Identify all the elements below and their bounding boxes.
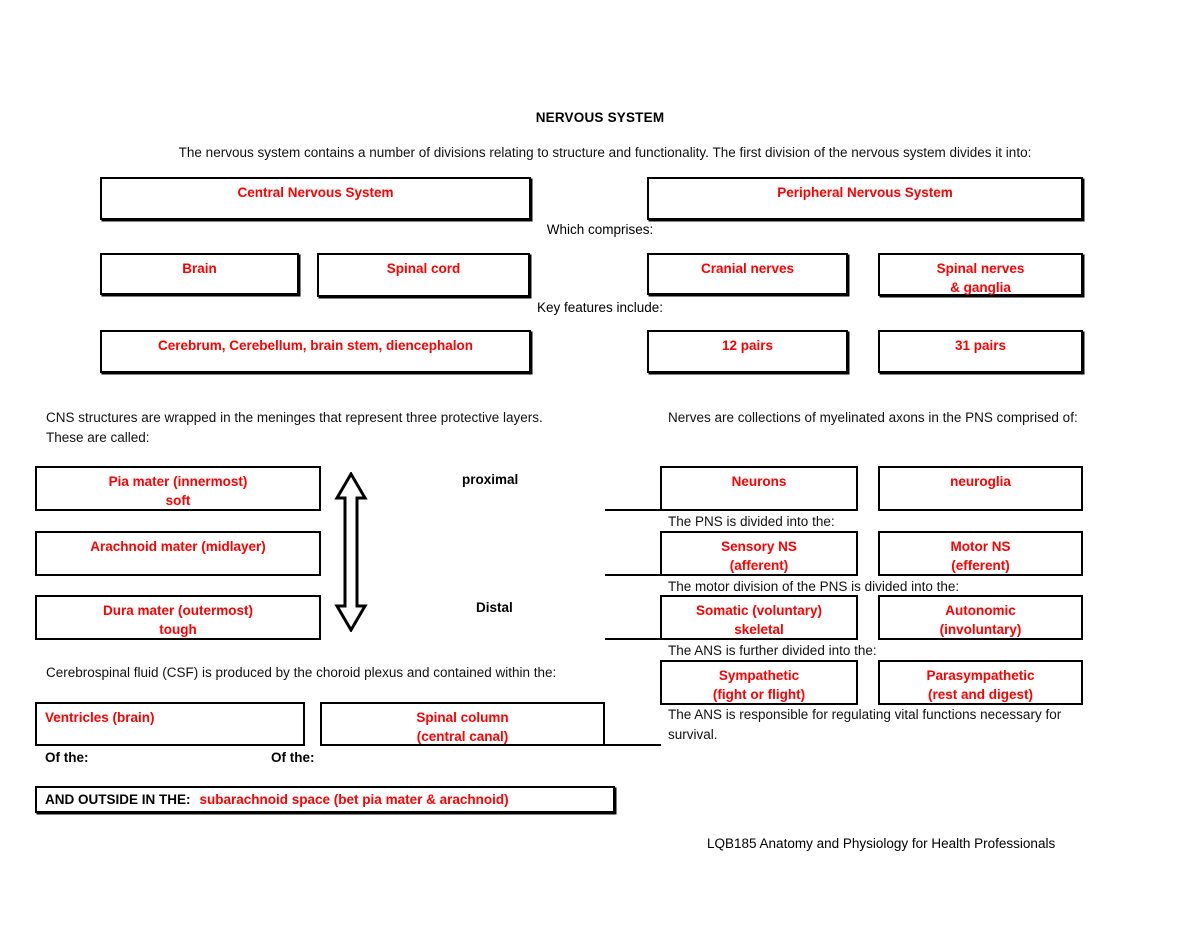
- box-spinal-cord[interactable]: Spinal cord: [317, 253, 530, 297]
- box-spinal-cord-label: Spinal cord: [386, 261, 461, 276]
- box-brain[interactable]: Brain: [100, 253, 299, 295]
- ans-note: The ANS is responsible for regulating vi…: [668, 707, 1062, 742]
- csf-intro: Cerebrospinal fluid (CSF) is produced by…: [46, 665, 557, 680]
- box-arachnoid-mater[interactable]: Arachnoid mater (midlayer): [35, 531, 321, 576]
- box-autonomic[interactable]: Autonomic (involuntary): [878, 595, 1083, 640]
- box-spinal-pairs-label: 31 pairs: [954, 338, 1007, 353]
- box-peripheral-nervous-system[interactable]: Peripheral Nervous System: [647, 177, 1083, 220]
- box-and-outside-in-the[interactable]: AND OUTSIDE IN THE: subarachnoid space (…: [35, 786, 615, 813]
- box-motor-ns[interactable]: Motor NS (efferent): [878, 531, 1083, 576]
- connector-stub-somatic: [605, 638, 662, 640]
- box-neuroglia[interactable]: neuroglia: [878, 466, 1083, 511]
- connector-stub-spinal-column: [605, 744, 661, 746]
- label-ans-divided: The ANS is further divided into the:: [668, 643, 877, 658]
- and-outside-prefix: AND OUTSIDE IN THE:: [45, 792, 191, 807]
- box-sympathetic[interactable]: Sympathetic (fight or flight): [660, 660, 858, 705]
- box-arachnoid-mater-label: Arachnoid mater (midlayer): [90, 539, 266, 554]
- box-spinal-pairs[interactable]: 31 pairs: [878, 330, 1083, 373]
- box-parasympathetic-label: Parasympathetic (rest and digest): [926, 668, 1035, 702]
- box-brain-label: Brain: [182, 261, 217, 276]
- box-cns-key-features[interactable]: Cerebrum, Cerebellum, brain stem, dience…: [100, 330, 531, 373]
- connector-stub-neurons: [605, 509, 662, 511]
- box-peripheral-nervous-system-label: Peripheral Nervous System: [777, 185, 953, 200]
- pns-branch-intro: Nerves are collections of myelinated axo…: [668, 410, 1078, 425]
- box-ventricles-label: Ventricles (brain): [45, 710, 155, 725]
- label-of-the-left: Of the:: [45, 750, 89, 765]
- box-pia-mater-label: Pia mater (innermost) soft: [108, 474, 248, 508]
- box-pia-mater[interactable]: Pia mater (innermost) soft: [35, 466, 321, 511]
- box-parasympathetic[interactable]: Parasympathetic (rest and digest): [878, 660, 1083, 705]
- box-somatic[interactable]: Somatic (voluntary) skeletal: [660, 595, 858, 640]
- box-cns-key-features-label: Cerebrum, Cerebellum, brain stem, dience…: [157, 338, 474, 353]
- box-dura-mater[interactable]: Dura mater (outermost) tough: [35, 595, 321, 640]
- box-motor-ns-label: Motor NS (efferent): [950, 539, 1011, 573]
- box-neuroglia-label: neuroglia: [950, 474, 1011, 489]
- box-spinal-column-label: Spinal column (central canal): [416, 710, 509, 744]
- double-headed-vertical-arrow-icon: [333, 471, 369, 633]
- meninges-intro: CNS structures are wrapped in the mening…: [46, 410, 543, 445]
- box-central-nervous-system[interactable]: Central Nervous System: [100, 177, 531, 220]
- axis-label-proximal: proximal: [462, 472, 519, 487]
- connector-key-features: Key features include:: [536, 300, 664, 315]
- box-autonomic-label: Autonomic (involuntary): [939, 603, 1022, 637]
- box-cranial-pairs[interactable]: 12 pairs: [647, 330, 848, 373]
- box-cranial-nerves[interactable]: Cranial nerves: [647, 253, 848, 295]
- box-spinal-column[interactable]: Spinal column (central canal): [320, 702, 605, 746]
- box-cranial-nerves-label: Cranial nerves: [700, 261, 795, 276]
- box-spinal-nerves-ganglia-label: Spinal nerves & ganglia: [936, 261, 1025, 295]
- connector-which-comprises: Which comprises:: [546, 222, 654, 237]
- box-central-nervous-system-label: Central Nervous System: [237, 185, 394, 200]
- intro-paragraph: The nervous system contains a number of …: [178, 145, 1032, 160]
- box-sensory-ns-label: Sensory NS (afferent): [721, 539, 797, 573]
- box-dura-mater-label: Dura mater (outermost) tough: [102, 603, 254, 637]
- box-cranial-pairs-label: 12 pairs: [721, 338, 774, 353]
- axis-label-distal: Distal: [476, 600, 513, 615]
- box-somatic-label: Somatic (voluntary) skeletal: [695, 603, 823, 637]
- page-title: NERVOUS SYSTEM: [535, 110, 665, 125]
- label-pns-divided: The PNS is divided into the:: [668, 514, 835, 529]
- label-of-the-right: Of the:: [271, 750, 315, 765]
- box-ventricles[interactable]: Ventricles (brain): [35, 702, 305, 746]
- and-outside-value: subarachnoid space (bet pia mater & arac…: [199, 792, 509, 807]
- box-neurons-label: Neurons: [731, 474, 787, 489]
- connector-stub-sensory: [605, 574, 662, 576]
- box-sympathetic-label: Sympathetic (fight or flight): [712, 668, 806, 702]
- label-motor-divided: The motor division of the PNS is divided…: [668, 579, 960, 594]
- box-spinal-nerves-ganglia[interactable]: Spinal nerves & ganglia: [878, 253, 1083, 296]
- box-sensory-ns[interactable]: Sensory NS (afferent): [660, 531, 858, 576]
- box-neurons[interactable]: Neurons: [660, 466, 858, 511]
- footer-course-label: LQB185 Anatomy and Physiology for Health…: [707, 836, 1056, 851]
